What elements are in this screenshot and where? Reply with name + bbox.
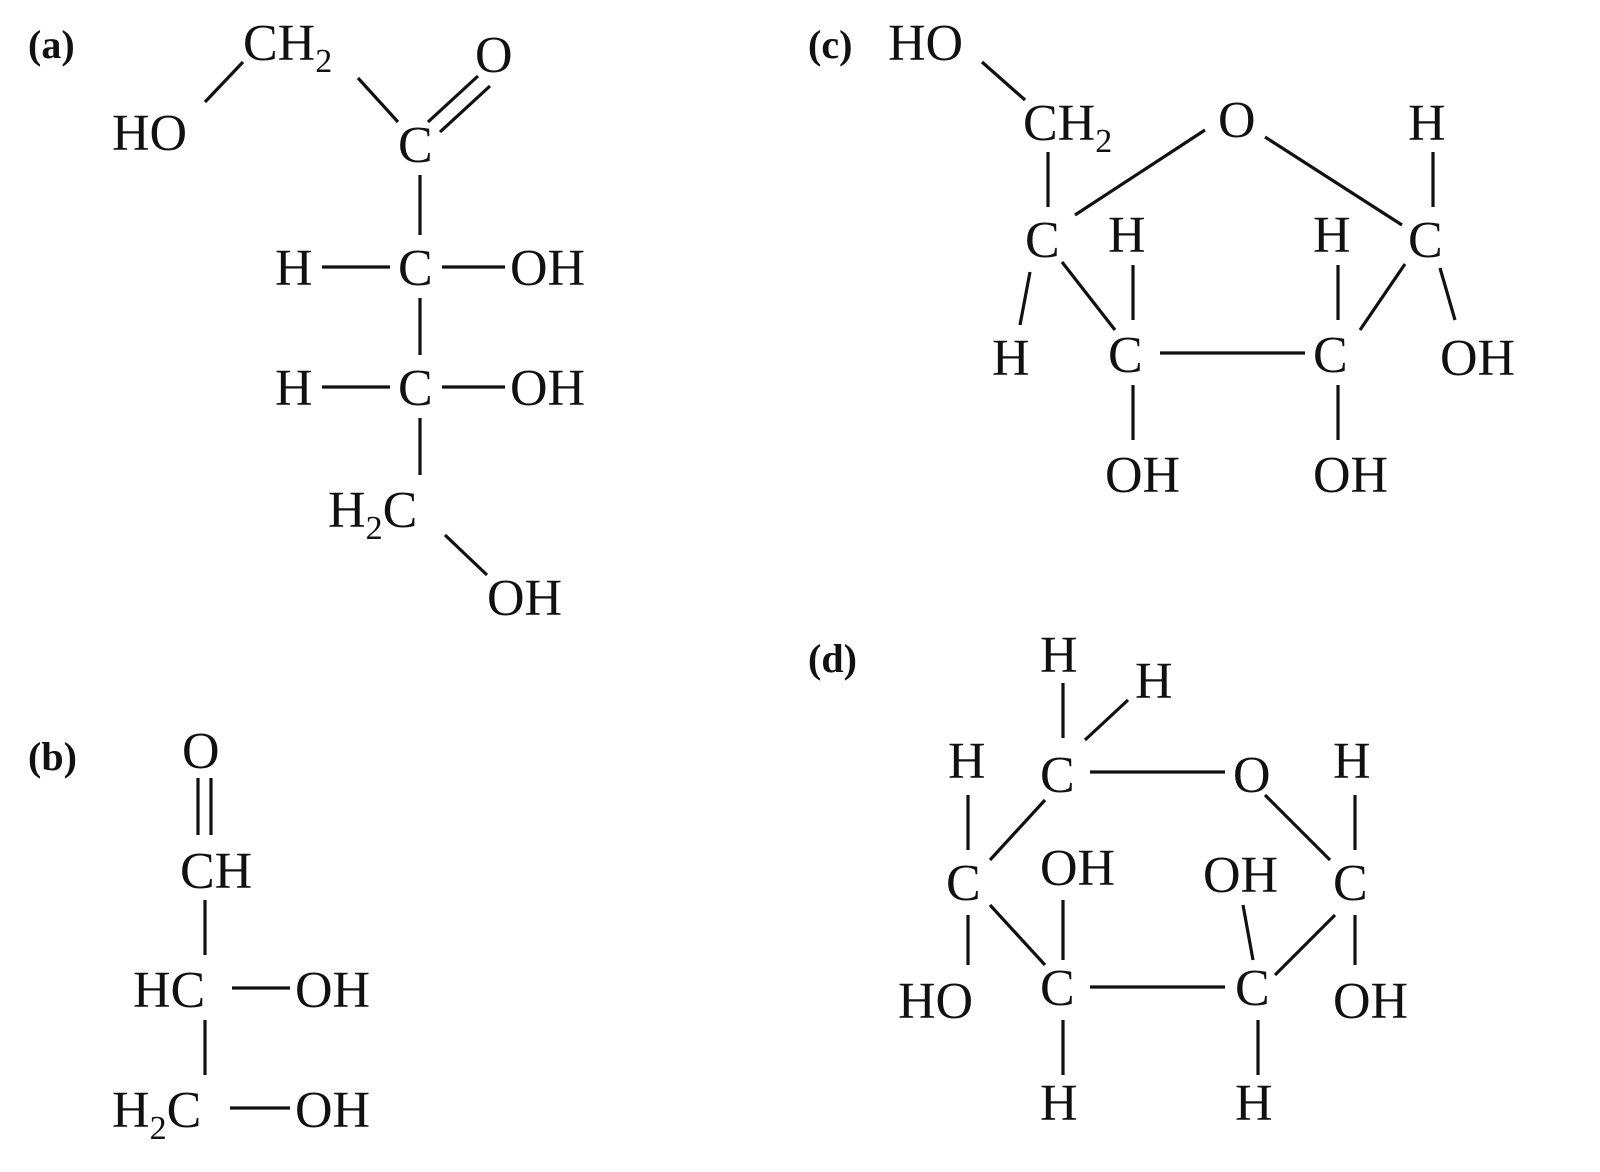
atom-c: C bbox=[1408, 212, 1443, 269]
atom-text: H bbox=[112, 1082, 150, 1139]
atom-c: C bbox=[1040, 960, 1075, 1017]
atom-ho: HO bbox=[888, 15, 963, 72]
atom-oh: OH bbox=[510, 360, 585, 417]
atom-h: H bbox=[275, 360, 313, 417]
atom-h: H bbox=[275, 240, 313, 297]
atom-c: C bbox=[1040, 747, 1075, 804]
atom-hc: HC bbox=[133, 962, 205, 1019]
atom-oh: OH bbox=[1313, 447, 1388, 504]
subscript: 2 bbox=[1095, 123, 1112, 160]
atom-ho: HO bbox=[112, 105, 187, 162]
atom-c: C bbox=[398, 360, 433, 417]
atom-h: H bbox=[1313, 207, 1351, 264]
atom-oh: OH bbox=[1105, 447, 1180, 504]
atom-h: H bbox=[1108, 207, 1146, 264]
atom-o: O bbox=[1218, 92, 1256, 149]
atom-text: H bbox=[328, 482, 366, 539]
subscript: 2 bbox=[315, 43, 332, 80]
atom-oh: OH bbox=[1203, 847, 1278, 904]
atom-h: H bbox=[1408, 95, 1446, 152]
panel-label-c: (c) bbox=[808, 22, 852, 67]
atom-c: C bbox=[1313, 327, 1348, 384]
atom-text: C bbox=[383, 482, 418, 539]
atom-ch2: CH2 bbox=[1023, 95, 1112, 160]
atom-o: O bbox=[182, 723, 220, 780]
atom-oh: OH bbox=[487, 570, 562, 627]
atom-h: H bbox=[1135, 653, 1173, 710]
atom-h2c: H2C bbox=[328, 482, 417, 547]
atom-h: H bbox=[948, 733, 986, 790]
atom-c: C bbox=[398, 117, 433, 174]
bonds bbox=[980, 60, 1457, 440]
panel-label-a: (a) bbox=[28, 22, 75, 67]
atom-oh: OH bbox=[510, 240, 585, 297]
atom-c: C bbox=[1235, 960, 1270, 1017]
atom-h: H bbox=[1333, 733, 1371, 790]
atom-c: C bbox=[1025, 212, 1060, 269]
atom-text: C bbox=[167, 1082, 202, 1139]
atom-text: CH bbox=[243, 15, 315, 72]
atom-h2c: H2C bbox=[112, 1082, 201, 1147]
atom-oh: OH bbox=[295, 1082, 370, 1139]
atom-ch: CH bbox=[180, 843, 252, 900]
atom-ch2: CH2 bbox=[243, 15, 332, 80]
bonds bbox=[203, 60, 505, 577]
subscript: 2 bbox=[150, 1110, 167, 1147]
atom-ho: HO bbox=[898, 973, 973, 1030]
atom-text: CH bbox=[1023, 95, 1095, 152]
atom-h: H bbox=[1235, 1075, 1273, 1132]
atom-o: O bbox=[475, 27, 513, 84]
atom-h: H bbox=[1040, 1075, 1078, 1132]
bonds bbox=[196, 778, 290, 1110]
panel-label-d: (d) bbox=[808, 636, 857, 681]
atom-c: C bbox=[1108, 327, 1143, 384]
panel-c-furanose-structure: (c) HO CH2 O H C H H C H C C OH OH OH bbox=[808, 15, 1515, 504]
panel-label-b: (b) bbox=[28, 734, 77, 779]
panel-b-glyceraldehyde-structure: (b) O CH HC OH H2C OH bbox=[28, 723, 370, 1147]
panel-a-ribulose-structure: (a) CH2 O HO C H C OH H C OH H2C OH bbox=[28, 15, 585, 627]
atom-c: C bbox=[398, 240, 433, 297]
atom-oh: OH bbox=[1333, 973, 1408, 1030]
subscript: 2 bbox=[366, 510, 383, 547]
atom-oh: OH bbox=[1440, 330, 1515, 387]
atom-h: H bbox=[992, 330, 1030, 387]
atom-oh: OH bbox=[295, 962, 370, 1019]
atom-oh: OH bbox=[1040, 840, 1115, 897]
panel-d-pyranose-structure: (d) H H H C O H C OH OH C HO C C OH H H bbox=[808, 627, 1408, 1132]
atom-h: H bbox=[1040, 627, 1078, 684]
atom-o: O bbox=[1233, 747, 1271, 804]
bonds bbox=[966, 683, 1357, 1075]
atom-c: C bbox=[946, 855, 981, 912]
atom-c: C bbox=[1333, 855, 1368, 912]
